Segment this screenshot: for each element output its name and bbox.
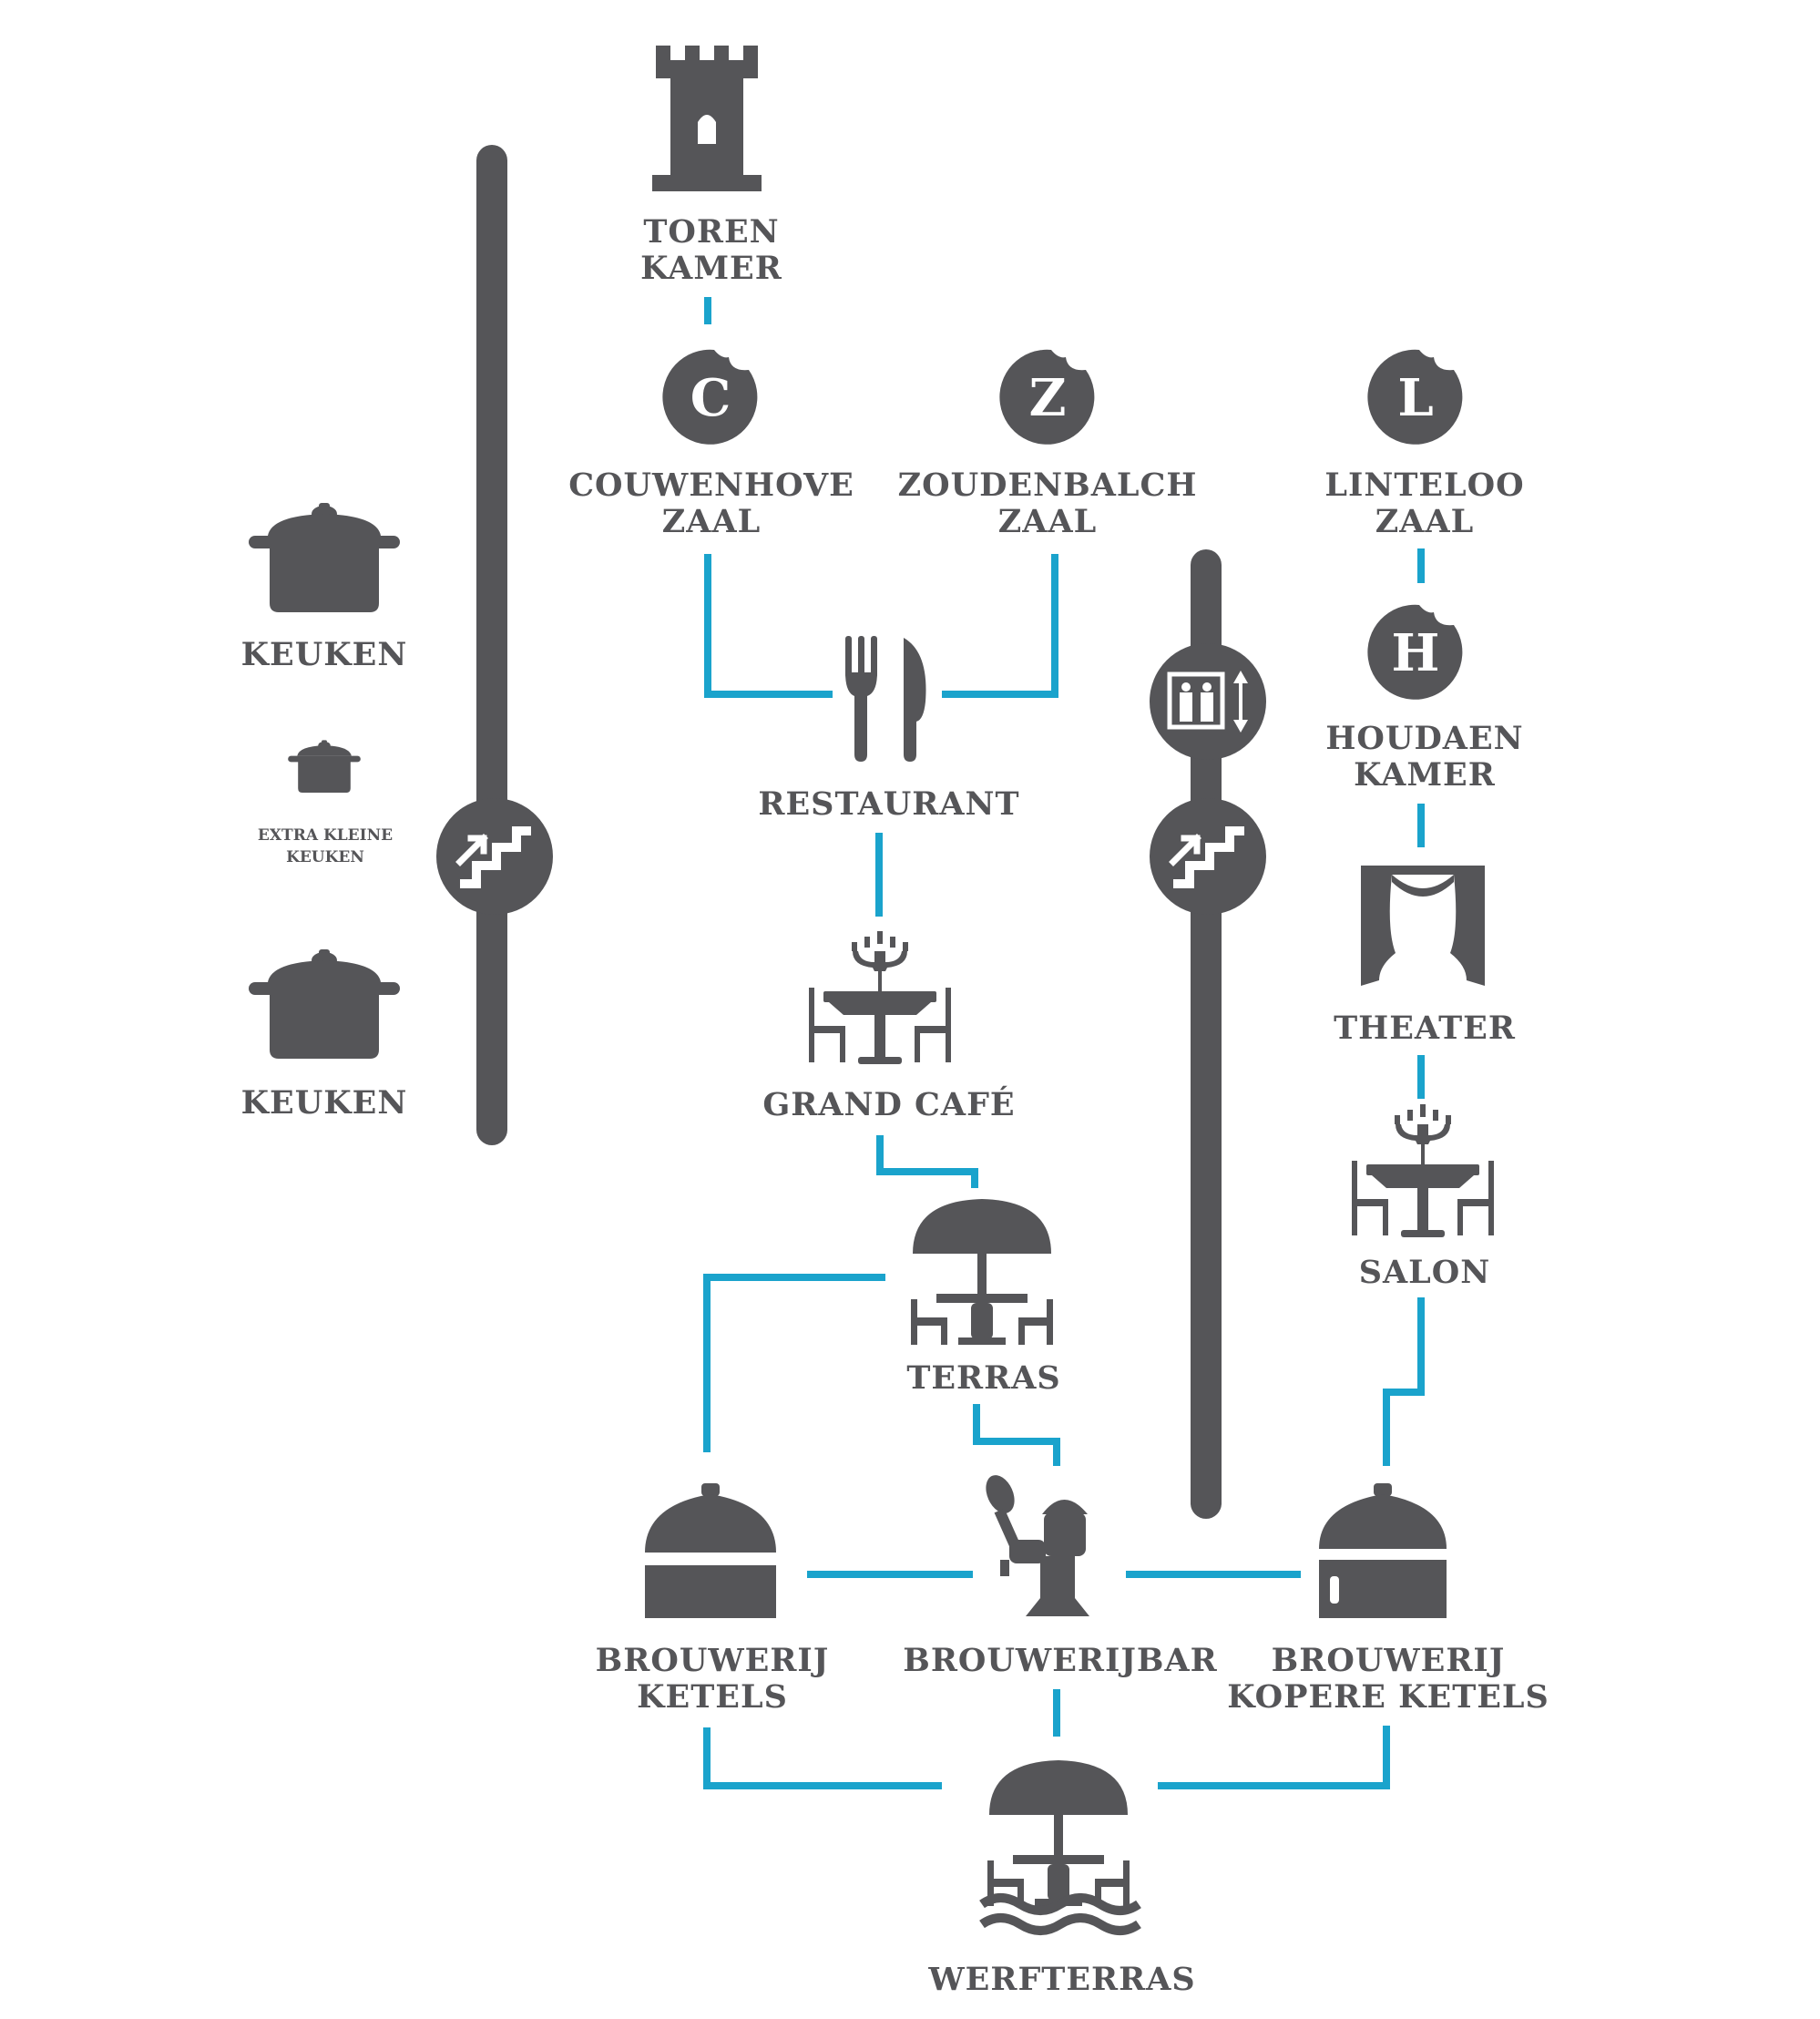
kopere-ketels-label-line1: BROUWERIJ [1272,1642,1506,1679]
copper-kettle-icon [1319,1483,1447,1618]
waterside-terrace-icon [979,1760,1141,1935]
stairs-icon [436,798,553,915]
pot-icon [249,503,400,612]
svg-text:L: L [1397,368,1433,428]
pot-icon [249,949,400,1059]
couwenhove-label-line2: ZAAL [662,503,761,540]
zoudenbalch-label-line2: ZAAL [998,503,1097,540]
connector-couwenhove-restaurant [704,554,833,698]
connector-salon-kopere [1383,1297,1425,1466]
connector-kopere-werfterras [1158,1726,1390,1789]
connector-terras-ketels [703,1274,885,1452]
zoudenbalch-label-line1: ZOUDENBALCH [898,466,1198,504]
fork-knife-icon [845,636,926,762]
beer-tap-icon [986,1475,1089,1616]
brouwerijbar-label: BROUWERIJBAR [903,1642,1218,1679]
terras-label: TERRAS [906,1359,1060,1397]
restaurant-label: RESTAURANT [758,785,1019,823]
houdaen-badge-icon: H [1367,604,1463,700]
connector-terras-brouwerijbar [973,1404,1060,1466]
toren-label-line1: TOREN [643,213,779,251]
elevator-icon [1150,643,1266,760]
stairs-icon [1150,798,1266,915]
svg-text:C: C [690,368,731,428]
svg-text:H: H [1392,623,1440,683]
couwenhove-label-line1: COUWENHOVE [568,466,854,504]
extra-kleine-label-line1: EXTRA KLEINE [258,826,393,845]
connector-ketels-werfterras [703,1727,942,1789]
connector-grandcafe-terras [876,1135,978,1188]
couwenhove-badge-icon: C [662,349,758,445]
salon-label: SALON [1359,1254,1491,1291]
umbrella-table-icon [911,1199,1053,1345]
stage-curtain-icon [1361,866,1485,986]
toren-label-line2: KAMER [640,250,782,287]
houdaen-label-line2: KAMER [1354,756,1496,794]
connector-zoudenbalch-restaurant [942,554,1058,698]
linteloo-label-line2: ZAAL [1375,503,1474,540]
extra-kleine-label-line2: KEUKEN [286,848,364,866]
kopere-ketels-label-line2: KOPERE KETELS [1227,1678,1549,1716]
brouwerij-ketels-label-line1: BROUWERIJ [596,1642,830,1679]
connector-lines [703,297,1425,1789]
grand-cafe-label: GRAND CAFÉ [762,1085,1015,1123]
tower-icon [652,46,762,191]
keuken-top-label: KEUKEN [241,636,408,673]
keuken-bottom-label: KEUKEN [241,1084,408,1122]
linteloo-badge-icon: L [1367,349,1463,445]
chandelier-table-icon [809,931,951,1064]
theater-label: THEATER [1334,1010,1516,1047]
houdaen-label-line1: HOUDAEN [1325,720,1523,757]
werfterras-label: WERFTERRAS [927,1961,1195,1998]
chandelier-table-icon [1352,1104,1494,1237]
brew-kettle-icon [645,1483,776,1618]
small-pot-icon [288,740,361,793]
linteloo-label-line1: LINTELOO [1324,466,1524,504]
svg-text:Z: Z [1029,368,1067,428]
brouwerij-ketels-label-line2: KETELS [637,1678,788,1716]
zoudenbalch-badge-icon: Z [999,349,1095,445]
